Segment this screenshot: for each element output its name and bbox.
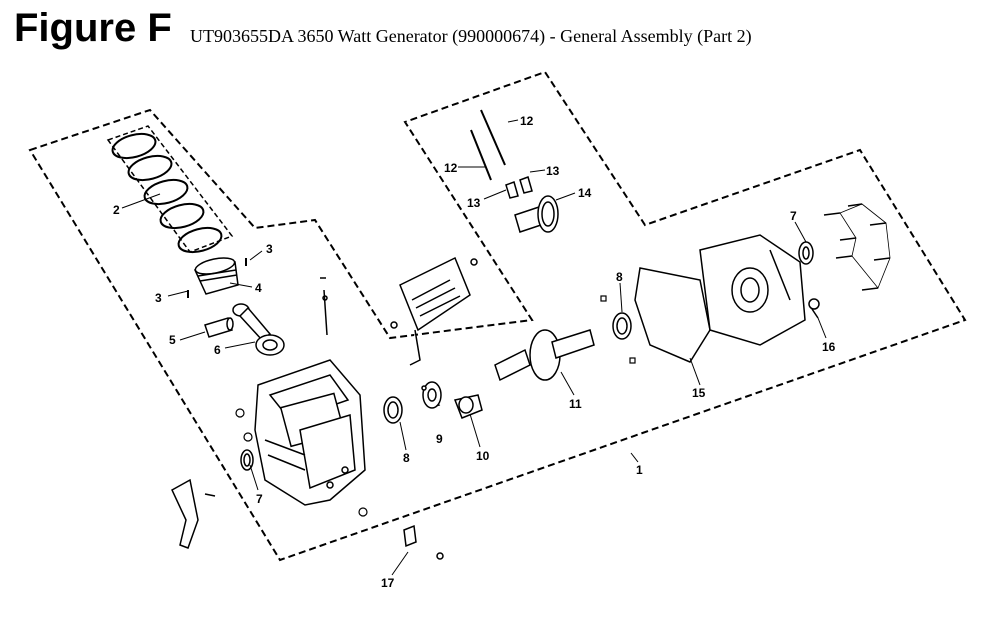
oil-seal-right: [798, 241, 814, 265]
callout-9: 9: [436, 432, 443, 446]
callout-11: 11: [569, 397, 582, 411]
dipstick: [320, 277, 328, 336]
crankcase-block: [254, 359, 366, 506]
callout-5: 5: [169, 333, 176, 347]
callout-13-upper: 13: [546, 164, 560, 178]
camshaft: [514, 195, 559, 233]
piston-pin: [204, 317, 234, 338]
oil-seal-left: [240, 449, 254, 471]
governor-assembly: [453, 394, 483, 419]
callout-8-center: 8: [403, 451, 410, 465]
callout-8-right: 8: [616, 270, 623, 284]
connecting-rod: [232, 303, 285, 356]
callout-16: 16: [822, 340, 836, 354]
piston-rings: [111, 132, 223, 254]
valve-tappets: [505, 176, 533, 199]
crankcase-gasket: [634, 267, 711, 363]
dashed-outline-rings: [106, 125, 234, 253]
piston: [193, 257, 239, 295]
figure-title: UT903655DA 3650 Watt Generator (99000067…: [190, 26, 752, 46]
callout-15: 15: [692, 386, 706, 400]
cover-bolts: [823, 203, 891, 291]
breather-plate: [390, 256, 478, 366]
callout-3-lower: 3: [155, 291, 162, 305]
oil-drain-plug: [808, 298, 820, 319]
callout-2: 2: [113, 203, 120, 217]
callout-7-right: 7: [790, 209, 797, 223]
figure-label: Figure F: [14, 6, 172, 50]
leader-lines: [121, 119, 827, 576]
dashed-outline-main: [28, 70, 967, 562]
callout-13-lower: 13: [467, 196, 481, 210]
oil-sensor: [403, 524, 444, 560]
callout-6: 6: [214, 343, 221, 357]
callout-14: 14: [578, 186, 592, 200]
callout-12-upper: 12: [520, 114, 534, 128]
bolt-pattern-outline: [839, 203, 891, 289]
main-bearing-center: [383, 396, 403, 424]
dowel-pins: [600, 295, 636, 364]
crankshaft: [494, 329, 595, 382]
crankcase-cover: [699, 234, 806, 346]
callout-1: 1: [636, 463, 643, 477]
callout-4: 4: [255, 281, 262, 295]
governor-lever: [171, 478, 216, 549]
governor-gear: [421, 381, 442, 409]
block-bolts: [235, 408, 368, 517]
main-bearing-right: [612, 312, 632, 340]
push-rods: [470, 109, 506, 181]
callout-3-upper: 3: [266, 242, 273, 256]
callout-7-left: 7: [256, 492, 263, 506]
callout-17: 17: [381, 576, 395, 590]
callout-12-lower: 12: [444, 161, 458, 175]
callout-10: 10: [476, 449, 490, 463]
